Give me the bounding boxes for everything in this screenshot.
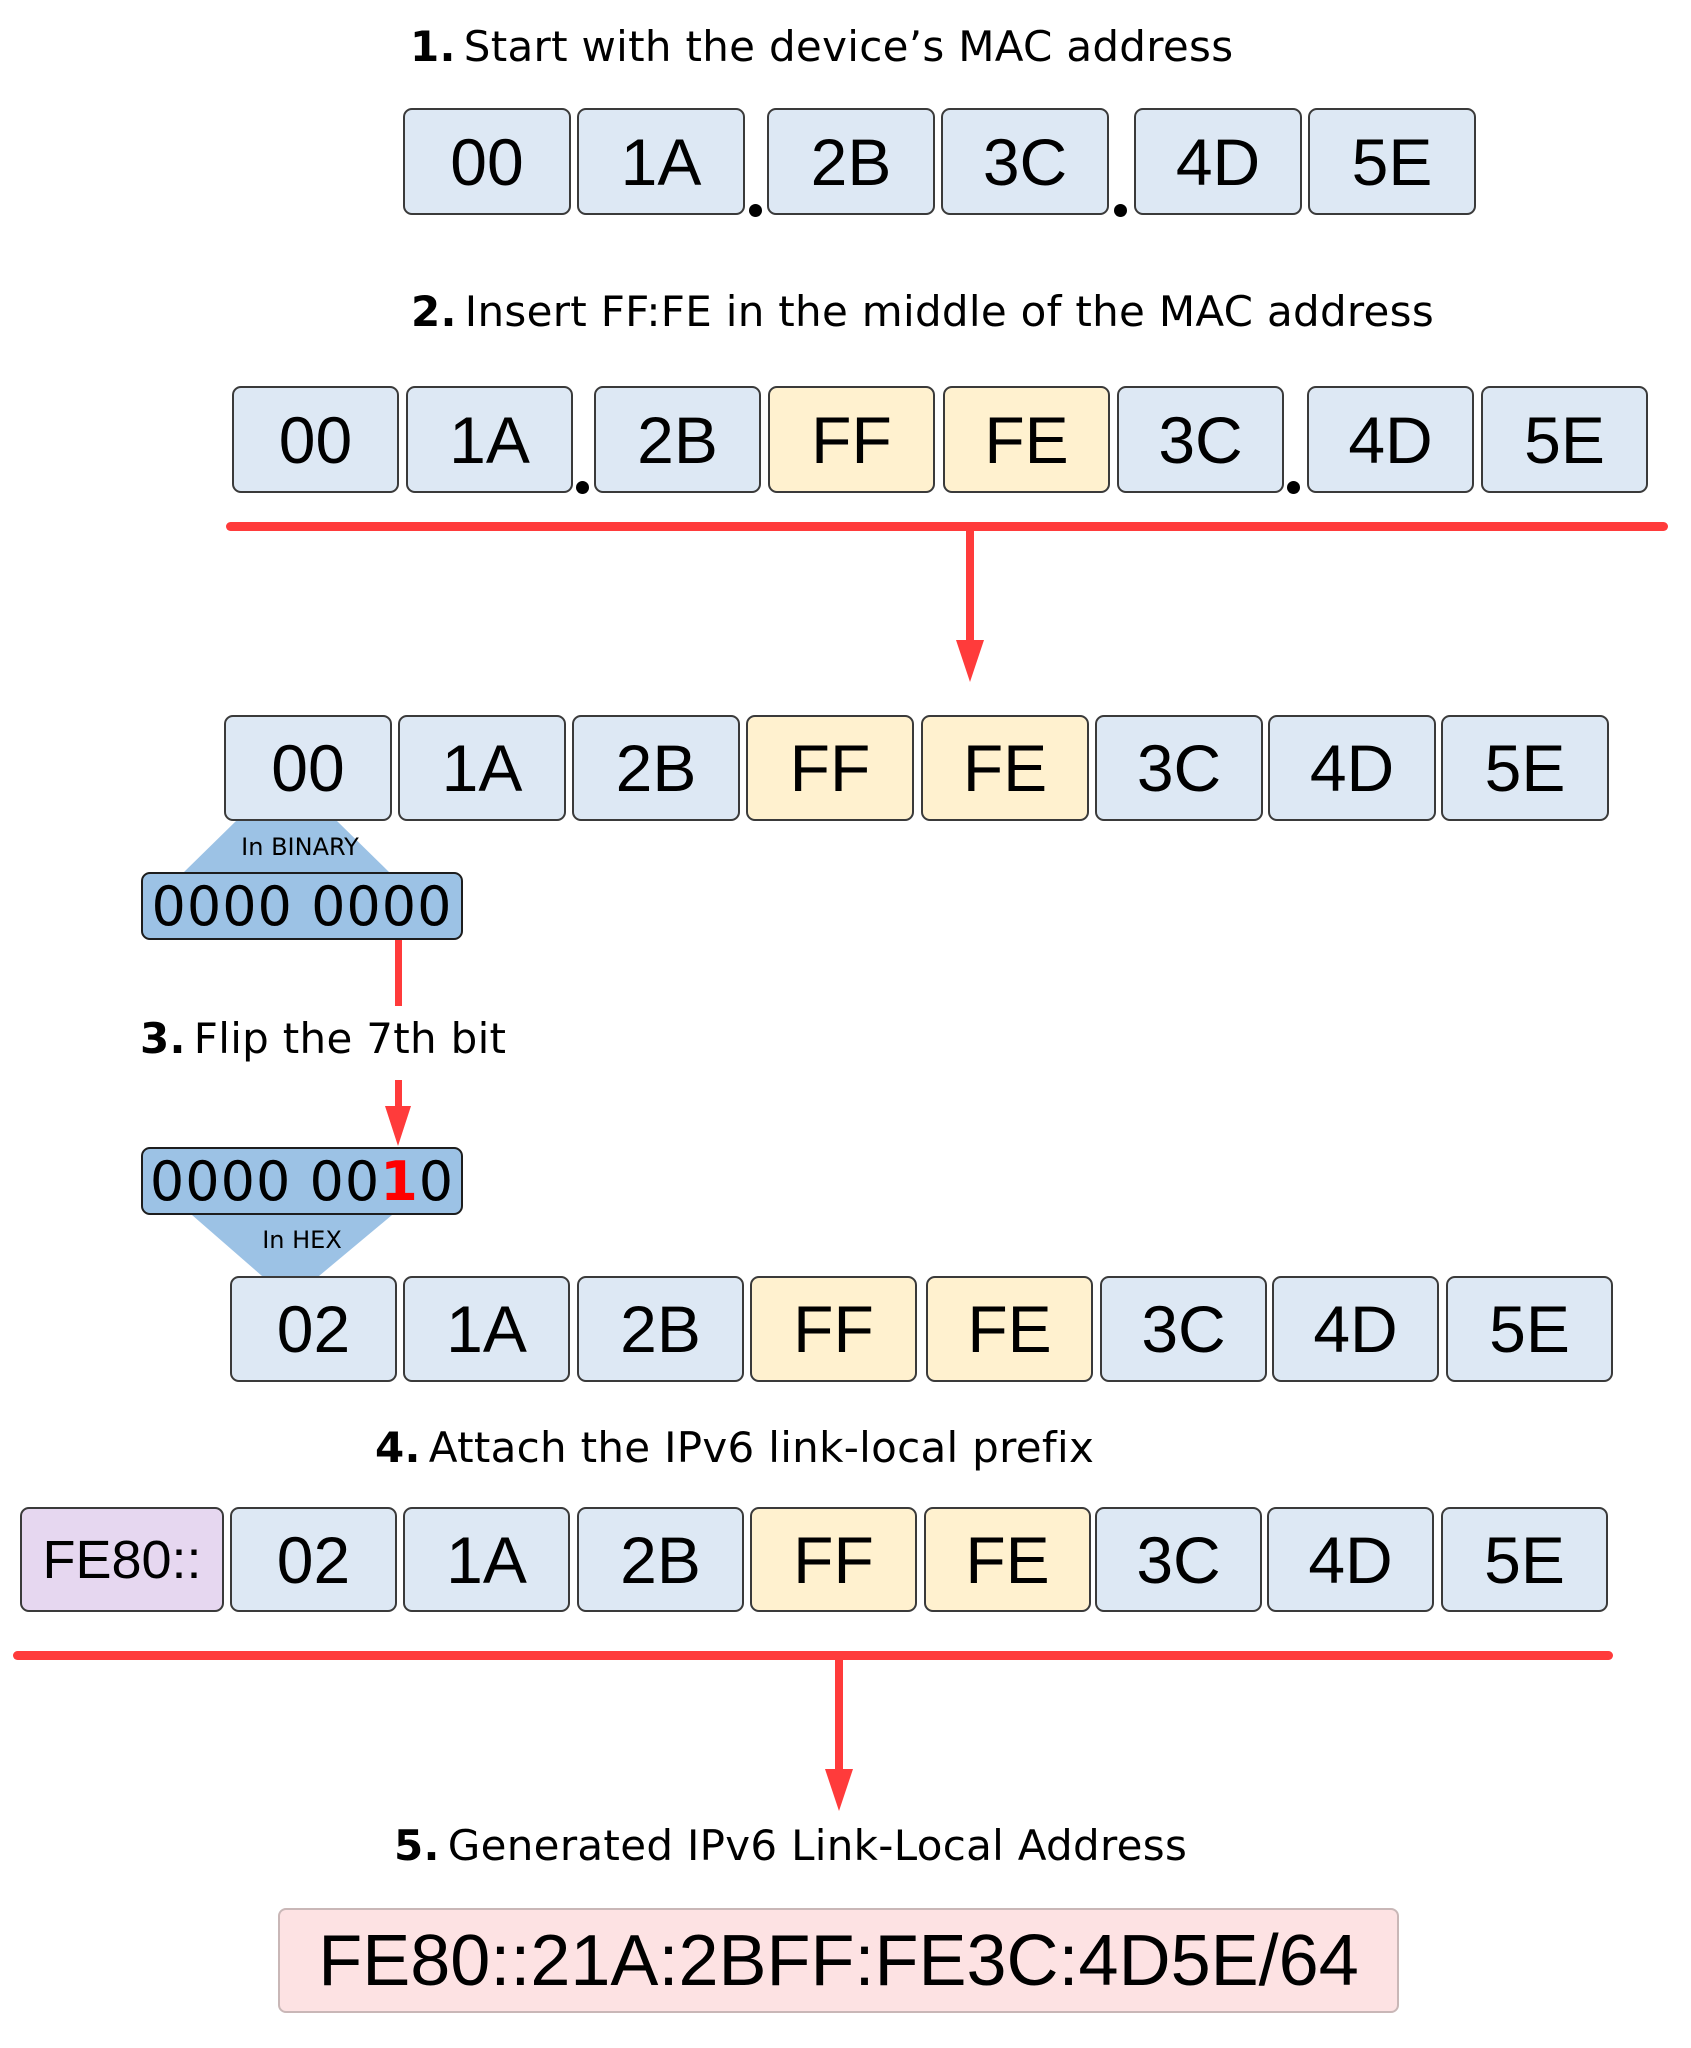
- red-arrow-shaft: [966, 528, 974, 644]
- separator-dot: [1287, 481, 1300, 494]
- step-3-heading: 3.Flip the 7th bit: [140, 1014, 506, 1063]
- mac-byte: 5E: [1441, 1507, 1608, 1612]
- mac-byte: 4D: [1267, 1507, 1434, 1612]
- step-3-number: 3.: [140, 1014, 186, 1063]
- step-2-number: 2.: [411, 287, 457, 336]
- step-4-text: Attach the IPv6 link-local prefix: [428, 1423, 1095, 1472]
- mac-byte: 1A: [403, 1276, 570, 1382]
- step-5-text: Generated IPv6 Link-Local Address: [447, 1821, 1188, 1870]
- generated-address-box: FE80::21A:2BFF:FE3C:4D5E/64: [278, 1908, 1399, 2013]
- hex-label: In HEX: [262, 1226, 342, 1254]
- mac-byte: 4D: [1268, 715, 1436, 821]
- binary-value: 0000 0000: [151, 874, 453, 938]
- mac-byte: 5E: [1446, 1276, 1613, 1382]
- mac-byte: 2B: [594, 386, 761, 493]
- mac-byte: 1A: [398, 715, 566, 821]
- mac-byte: 2B: [767, 108, 935, 215]
- inserted-byte: FF: [750, 1276, 917, 1382]
- red-divider-line: [13, 1651, 1613, 1660]
- arrow-down-icon: [385, 1106, 411, 1146]
- generated-address: FE80::21A:2BFF:FE3C:4D5E/64: [318, 1920, 1359, 2001]
- inserted-byte: FE: [943, 386, 1110, 493]
- red-arrow-shaft: [395, 1080, 402, 1110]
- inserted-byte: FF: [750, 1507, 917, 1612]
- mac-byte: 2B: [572, 715, 740, 821]
- inserted-byte: FE: [924, 1507, 1091, 1612]
- arrow-down-icon: [825, 1769, 853, 1811]
- mac-byte: 2B: [577, 1507, 744, 1612]
- step-4-number: 4.: [375, 1423, 421, 1472]
- red-connector-line: [395, 940, 402, 1006]
- step-1-heading: 1.Start with the device’s MAC address: [410, 22, 1233, 71]
- link-local-prefix: FE80::: [20, 1507, 224, 1612]
- step-1-text: Start with the device’s MAC address: [463, 22, 1234, 71]
- mac-byte: 3C: [1117, 386, 1284, 493]
- mac-byte: 5E: [1441, 715, 1609, 821]
- separator-dot: [749, 204, 762, 217]
- step-5-number: 5.: [394, 1821, 440, 1870]
- step-4-heading: 4.Attach the IPv6 link-local prefix: [375, 1423, 1094, 1472]
- mac-byte: 3C: [1095, 1507, 1262, 1612]
- step-1-number: 1.: [410, 22, 456, 71]
- binary-label: In BINARY: [241, 833, 359, 861]
- mac-byte: 2B: [577, 1276, 744, 1382]
- inserted-byte: FE: [921, 715, 1089, 821]
- mac-byte: 00: [224, 715, 392, 821]
- flipped-suffix: 0: [418, 1149, 455, 1213]
- red-divider-line: [226, 522, 1668, 531]
- mac-byte: 5E: [1308, 108, 1476, 215]
- mac-byte: 4D: [1134, 108, 1302, 215]
- mac-byte: 02: [230, 1507, 397, 1612]
- mac-byte: 00: [232, 386, 399, 493]
- mac-byte: 00: [403, 108, 571, 215]
- mac-byte: 3C: [941, 108, 1109, 215]
- separator-dot: [576, 481, 589, 494]
- mac-byte: 4D: [1307, 386, 1474, 493]
- step-3-text: Flip the 7th bit: [193, 1014, 507, 1063]
- inserted-byte: FF: [768, 386, 935, 493]
- step-2-text: Insert FF:FE in the middle of the MAC ad…: [464, 287, 1435, 336]
- mac-byte: 1A: [577, 108, 745, 215]
- mac-byte: 1A: [403, 1507, 570, 1612]
- step-2-heading: 2.Insert FF:FE in the middle of the MAC …: [411, 287, 1434, 336]
- mac-byte: 02: [230, 1276, 397, 1382]
- inserted-byte: FF: [746, 715, 914, 821]
- inserted-byte: FE: [926, 1276, 1093, 1382]
- mac-byte: 3C: [1100, 1276, 1267, 1382]
- mac-byte: 1A: [406, 386, 573, 493]
- step-5-heading: 5.Generated IPv6 Link-Local Address: [394, 1821, 1187, 1870]
- mac-byte: 4D: [1272, 1276, 1439, 1382]
- arrow-down-icon: [956, 640, 984, 682]
- flipped-prefix: 0000 00: [149, 1149, 381, 1213]
- separator-dot: [1114, 204, 1127, 217]
- flipped-bit: 1: [380, 1149, 419, 1213]
- mac-byte: 3C: [1095, 715, 1263, 821]
- binary-value-box: 0000 0000: [141, 872, 463, 940]
- mac-byte: 5E: [1481, 386, 1648, 493]
- red-arrow-shaft: [835, 1657, 843, 1773]
